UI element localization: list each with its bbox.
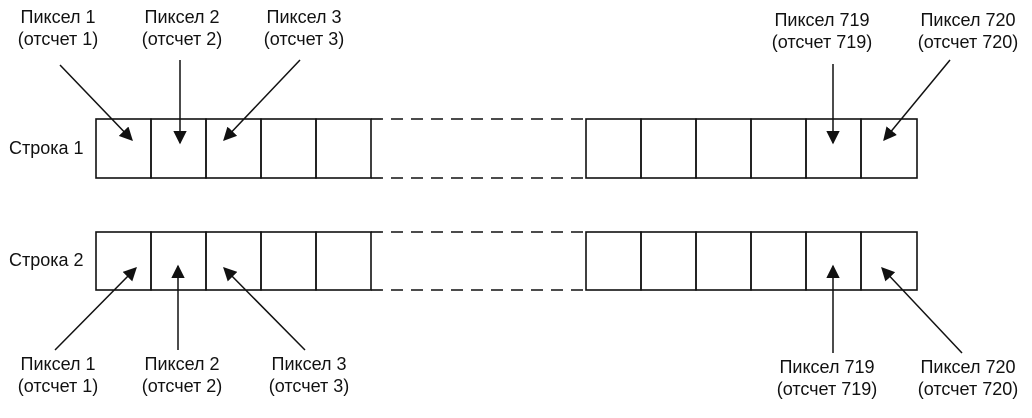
bottom-label-pixel-719: Пиксел 719 (отсчет 719) bbox=[762, 356, 892, 400]
bottom-pixel-719-sample: (отсчет 719) bbox=[776, 379, 878, 399]
row-2-right-cells bbox=[585, 231, 918, 291]
arrow-top-pixel-720 bbox=[883, 59, 951, 142]
row-2-gap-dashes bbox=[371, 231, 586, 291]
row-2-cell-5 bbox=[315, 231, 372, 291]
row-1-cell-5 bbox=[315, 118, 372, 179]
bottom-pixel-2-name: Пиксел 2 bbox=[144, 354, 220, 374]
top-label-pixel-720: Пиксел 720 (отсчет 720) bbox=[906, 9, 1030, 53]
row-1-cell-720 bbox=[860, 118, 918, 179]
top-label-pixel-1: Пиксел 1 (отсчет 1) bbox=[2, 6, 114, 50]
row-2-cell-3 bbox=[205, 231, 262, 291]
bottom-pixel-3-sample: (отсчет 3) bbox=[268, 376, 350, 396]
row-1-cell-718 bbox=[695, 118, 752, 179]
top-pixel-3-sample: (отсчет 3) bbox=[263, 29, 345, 49]
row-1-cell-1 bbox=[95, 118, 152, 179]
top-pixel-3-name: Пиксел 3 bbox=[266, 7, 342, 27]
row-2-left-cells bbox=[95, 231, 372, 291]
bottom-label-pixel-3: Пиксел 3 (отсчет 3) bbox=[253, 353, 365, 397]
top-pixel-720-sample: (отсчет 720) bbox=[917, 32, 1019, 52]
bottom-pixel-719-name: Пиксел 719 bbox=[779, 357, 875, 377]
row-2-cell-716 bbox=[585, 231, 642, 291]
top-label-pixel-2: Пиксел 2 (отсчет 2) bbox=[126, 6, 238, 50]
row-2-cell-717 bbox=[640, 231, 697, 291]
row-1-cell-2 bbox=[150, 118, 207, 179]
bottom-pixel-1-name: Пиксел 1 bbox=[20, 354, 96, 374]
row-1-cell-717 bbox=[640, 118, 697, 179]
bottom-label-pixel-720: Пиксел 720 (отсчет 720) bbox=[906, 356, 1030, 400]
row-2-cell-4 bbox=[260, 231, 317, 291]
bottom-pixel-720-sample: (отсчет 720) bbox=[917, 379, 1019, 399]
row-1-left-cells bbox=[95, 118, 372, 179]
row-1-cell-4 bbox=[260, 118, 317, 179]
bottom-label-pixel-1: Пиксел 1 (отсчет 1) bbox=[2, 353, 114, 397]
row-label-2: Строка 2 bbox=[9, 250, 84, 270]
top-pixel-720-name: Пиксел 720 bbox=[920, 10, 1016, 30]
row-1-gap-dashes bbox=[371, 118, 586, 179]
top-label-pixel-719: Пиксел 719 (отсчет 719) bbox=[757, 9, 887, 53]
row-2-cell-720 bbox=[860, 231, 918, 291]
row-1-cell-716 bbox=[585, 118, 642, 179]
row-1-cell-718b bbox=[750, 118, 807, 179]
row-2-cell-718 bbox=[695, 231, 752, 291]
arrow-top-pixel-1 bbox=[59, 64, 133, 141]
bottom-pixel-720-name: Пиксел 720 bbox=[920, 357, 1016, 377]
top-pixel-719-name: Пиксел 719 bbox=[774, 10, 870, 30]
arrow-top-pixel-3 bbox=[223, 59, 301, 141]
top-label-pixel-3: Пиксел 3 (отсчет 3) bbox=[248, 6, 360, 50]
top-pixel-719-sample: (отсчет 719) bbox=[771, 32, 873, 52]
row-1-cell-3 bbox=[205, 118, 262, 179]
bottom-pixel-3-name: Пиксел 3 bbox=[271, 354, 347, 374]
top-pixel-1-sample: (отсчет 1) bbox=[17, 29, 99, 49]
arrow-bottom-pixel-720 bbox=[881, 267, 963, 354]
row-1-right-cells bbox=[585, 118, 918, 179]
arrow-bottom-pixel-1 bbox=[54, 267, 137, 351]
bottom-label-pixel-2: Пиксел 2 (отсчет 2) bbox=[126, 353, 238, 397]
arrow-bottom-pixel-3 bbox=[223, 267, 306, 351]
top-pixel-2-name: Пиксел 2 bbox=[144, 7, 220, 27]
bottom-pixel-2-sample: (отсчет 2) bbox=[141, 376, 223, 396]
top-pixel-2-sample: (отсчет 2) bbox=[141, 29, 223, 49]
row-label-1: Строка 1 bbox=[9, 138, 84, 158]
row-2-cell-718b bbox=[750, 231, 807, 291]
bottom-pixel-1-sample: (отсчет 1) bbox=[17, 376, 99, 396]
top-pixel-1-name: Пиксел 1 bbox=[20, 7, 96, 27]
